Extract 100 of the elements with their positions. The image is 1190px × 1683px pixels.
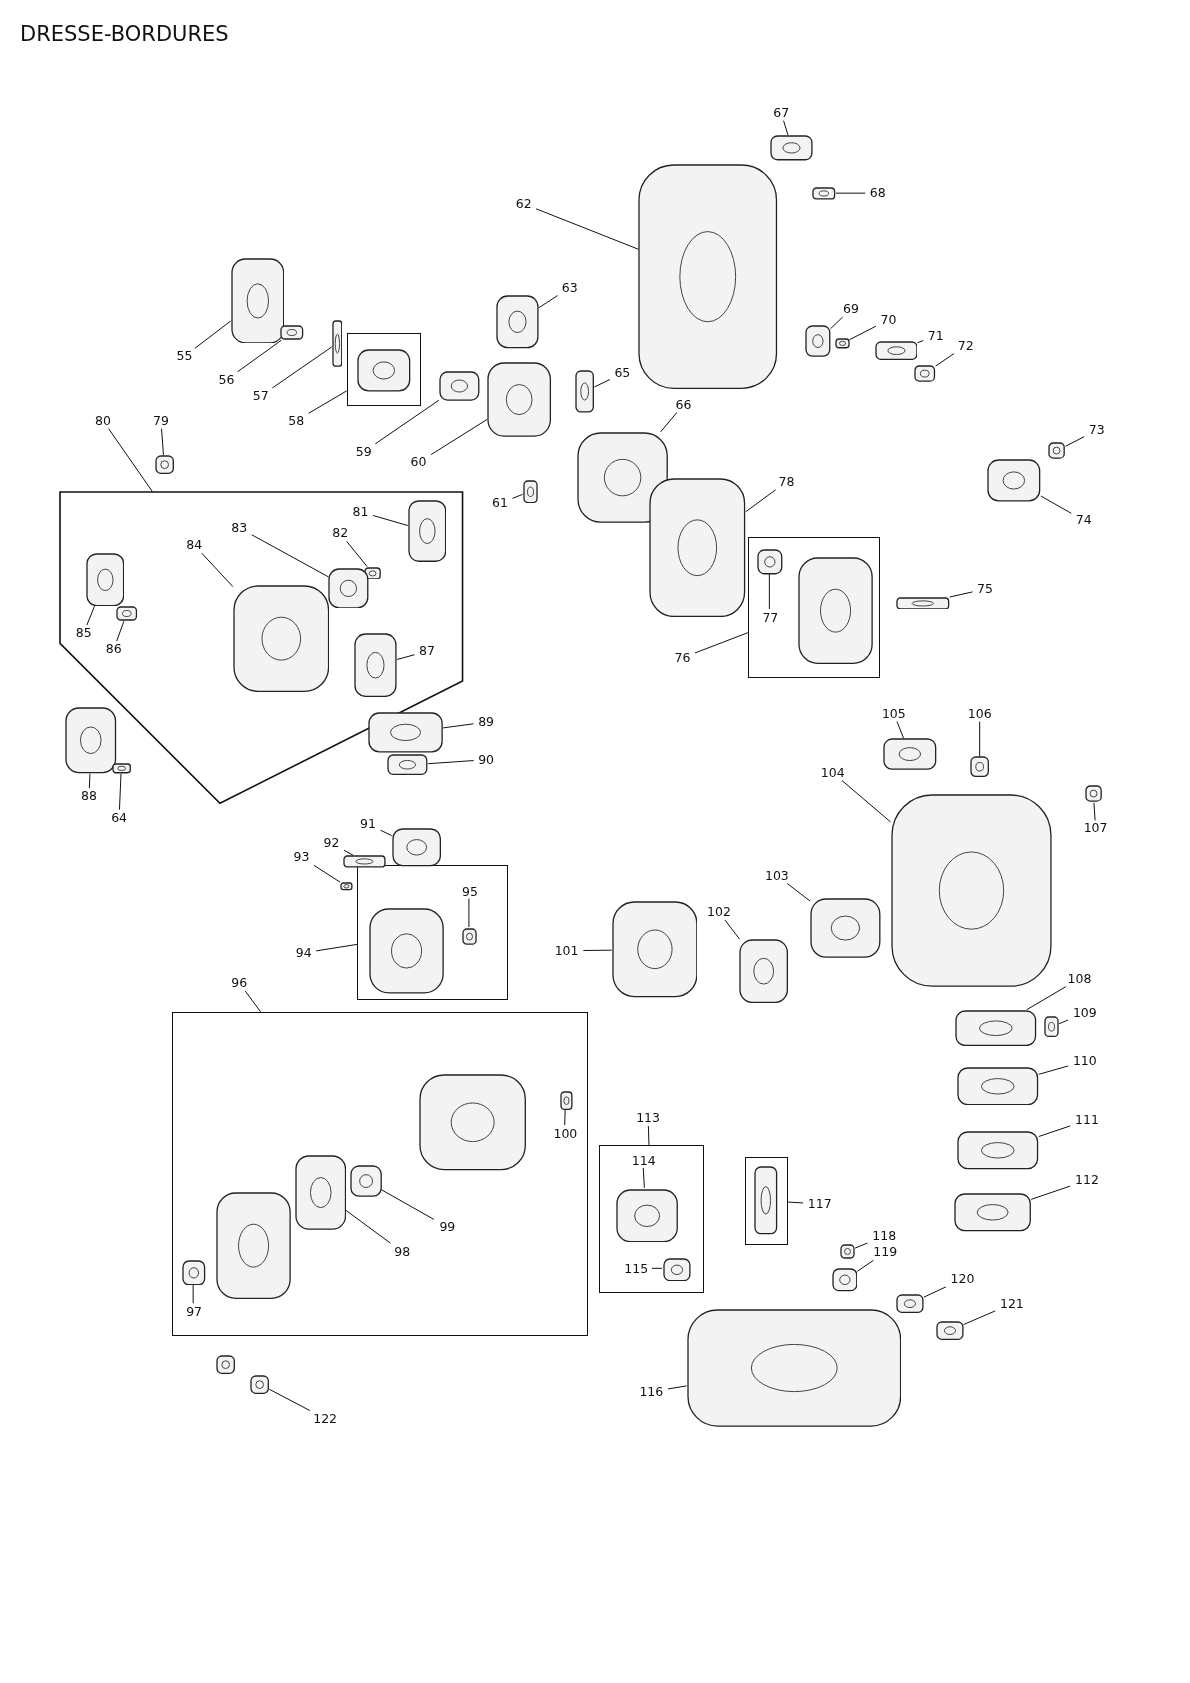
- part-drawing: [340, 882, 353, 891]
- callout-number: 63: [557, 279, 583, 296]
- part-drawing: [487, 361, 552, 437]
- leader-line: [1093, 802, 1096, 821]
- leader-line: [118, 773, 122, 811]
- part-drawing: [343, 855, 387, 869]
- callout-number: 99: [434, 1219, 460, 1236]
- part-drawing: [369, 907, 445, 994]
- part-drawing: [154, 454, 174, 475]
- part-drawing: [890, 794, 1052, 988]
- part-drawing: [391, 828, 441, 867]
- group-frame: [744, 1156, 788, 1245]
- leader-line: [786, 883, 811, 902]
- leader-line: [313, 864, 341, 883]
- callout-number: 119: [868, 1244, 902, 1261]
- leader-line: [1026, 986, 1067, 1011]
- leader-line: [268, 1388, 311, 1412]
- callout-number: 58: [283, 412, 309, 429]
- callout-number: 93: [289, 849, 314, 866]
- callout-number: 73: [1084, 422, 1110, 439]
- callout-number: 71: [923, 327, 949, 344]
- callout-number: 81: [348, 503, 374, 520]
- leader-line: [315, 943, 358, 952]
- part-drawing: [686, 1309, 902, 1428]
- leader-line: [108, 428, 153, 492]
- part-drawing: [957, 1130, 1039, 1170]
- group-frame: [357, 864, 508, 1001]
- part-drawing: [354, 633, 397, 698]
- callout-number: 74: [1071, 512, 1097, 529]
- leader-line: [1038, 1125, 1071, 1138]
- callout-number: 105: [877, 705, 911, 722]
- part-drawing: [804, 325, 831, 358]
- part-drawing: [798, 556, 874, 665]
- callout-number: 70: [875, 311, 901, 328]
- callout-number: 83: [226, 519, 252, 536]
- part-drawing: [560, 1091, 573, 1111]
- part-drawing: [615, 1188, 679, 1243]
- part-drawing: [739, 938, 789, 1004]
- callout-number: 72: [953, 337, 979, 354]
- leader-line: [271, 346, 333, 389]
- leader-line: [564, 1109, 566, 1126]
- callout-number: 122: [308, 1410, 342, 1427]
- part-drawing: [955, 1009, 1037, 1047]
- callout-number: 118: [867, 1228, 901, 1245]
- part-drawing: [770, 135, 814, 161]
- callout-number: 106: [962, 705, 997, 722]
- part-drawing: [438, 371, 480, 402]
- part-drawing: [331, 319, 343, 367]
- callout-number: 66: [671, 396, 696, 413]
- leader-line: [724, 919, 740, 940]
- part-drawing: [232, 584, 330, 693]
- callout-number: 109: [1068, 1004, 1102, 1021]
- part-drawing: [280, 325, 304, 341]
- part-drawing: [831, 1268, 858, 1292]
- part-drawing: [834, 338, 850, 349]
- callout-number: 104: [815, 764, 850, 781]
- callout-number: 112: [1070, 1172, 1104, 1189]
- callout-number: 108: [1062, 970, 1097, 987]
- part-drawing: [576, 431, 668, 524]
- callout-number: 59: [351, 443, 377, 460]
- part-drawing: [349, 1165, 382, 1198]
- leader-line: [667, 1385, 688, 1390]
- leader-line: [849, 325, 877, 341]
- part-drawing: [368, 712, 444, 754]
- callout-number: 89: [473, 714, 499, 731]
- leader-line: [442, 723, 475, 729]
- callout-number: 67: [768, 104, 794, 121]
- leader-line: [201, 552, 234, 588]
- leader-line: [783, 120, 789, 136]
- leader-line: [538, 295, 559, 309]
- callout-number: 117: [803, 1195, 837, 1212]
- callout-number: 60: [406, 454, 431, 471]
- part-drawing: [1048, 442, 1066, 460]
- part-drawing: [115, 606, 138, 622]
- part-drawing: [387, 754, 429, 776]
- leader-line: [582, 949, 613, 951]
- callout-number: 62: [511, 195, 537, 212]
- leader-line: [768, 573, 770, 610]
- group-frame: [747, 536, 880, 679]
- leader-line: [854, 1242, 868, 1249]
- callout-number: 84: [181, 537, 207, 554]
- callout-number: 90: [473, 751, 499, 768]
- part-drawing: [883, 738, 937, 771]
- leader-line: [380, 829, 393, 837]
- leader-line: [380, 1188, 435, 1220]
- part-drawing: [874, 341, 918, 361]
- callout-number: 69: [838, 301, 864, 318]
- callout-number: 78: [774, 473, 800, 490]
- leader-line: [427, 760, 475, 765]
- callout-number: 98: [389, 1244, 415, 1261]
- part-drawing: [914, 364, 936, 382]
- callout-number: 120: [945, 1271, 980, 1288]
- callout-number: 116: [634, 1383, 669, 1400]
- group-frame: [346, 332, 421, 406]
- leader-line: [841, 780, 892, 823]
- leader-line: [308, 390, 348, 414]
- callout-number: 102: [702, 904, 736, 921]
- callout-number: 110: [1068, 1053, 1102, 1070]
- callout-number: 61: [487, 495, 513, 512]
- callout-number: 88: [76, 788, 102, 805]
